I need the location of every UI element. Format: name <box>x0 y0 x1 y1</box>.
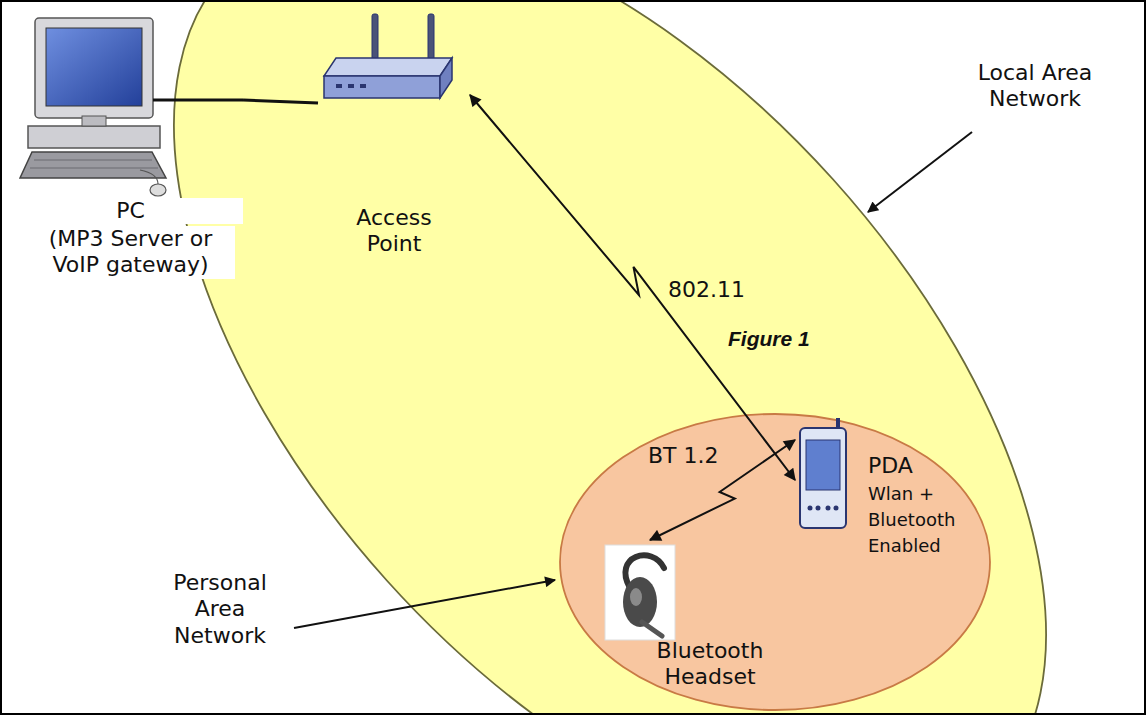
node-label: Bluetooth Headset <box>635 638 785 691</box>
node-sublabel: (MP3 Server or VoIP gateway) <box>26 226 235 279</box>
wireless-link <box>470 95 795 480</box>
node-label: Access Point <box>334 205 454 258</box>
figure-caption: Figure 1 <box>728 326 838 351</box>
region-ellipse <box>560 414 990 710</box>
node-label: PC <box>18 198 243 224</box>
node-label: Local Area Network <box>975 60 1095 113</box>
access-point-icon <box>324 14 452 98</box>
leader-arrow <box>868 132 972 212</box>
access-point-node: Access Point <box>318 15 470 277</box>
node-label: Personal Area Network <box>150 570 290 649</box>
leader-arrow <box>294 580 555 628</box>
link-label: 802.11 <box>668 277 768 303</box>
node-label: PDA <box>868 453 988 479</box>
link-label: BT 1.2 <box>648 443 738 469</box>
pda-icon <box>800 418 846 528</box>
pc-icon <box>20 18 243 196</box>
cable-link <box>243 100 318 103</box>
region-ellipse <box>12 0 1146 715</box>
node-sublabel: Wlan + Bluetooth Enabled <box>868 481 983 559</box>
headset-icon <box>605 545 675 640</box>
